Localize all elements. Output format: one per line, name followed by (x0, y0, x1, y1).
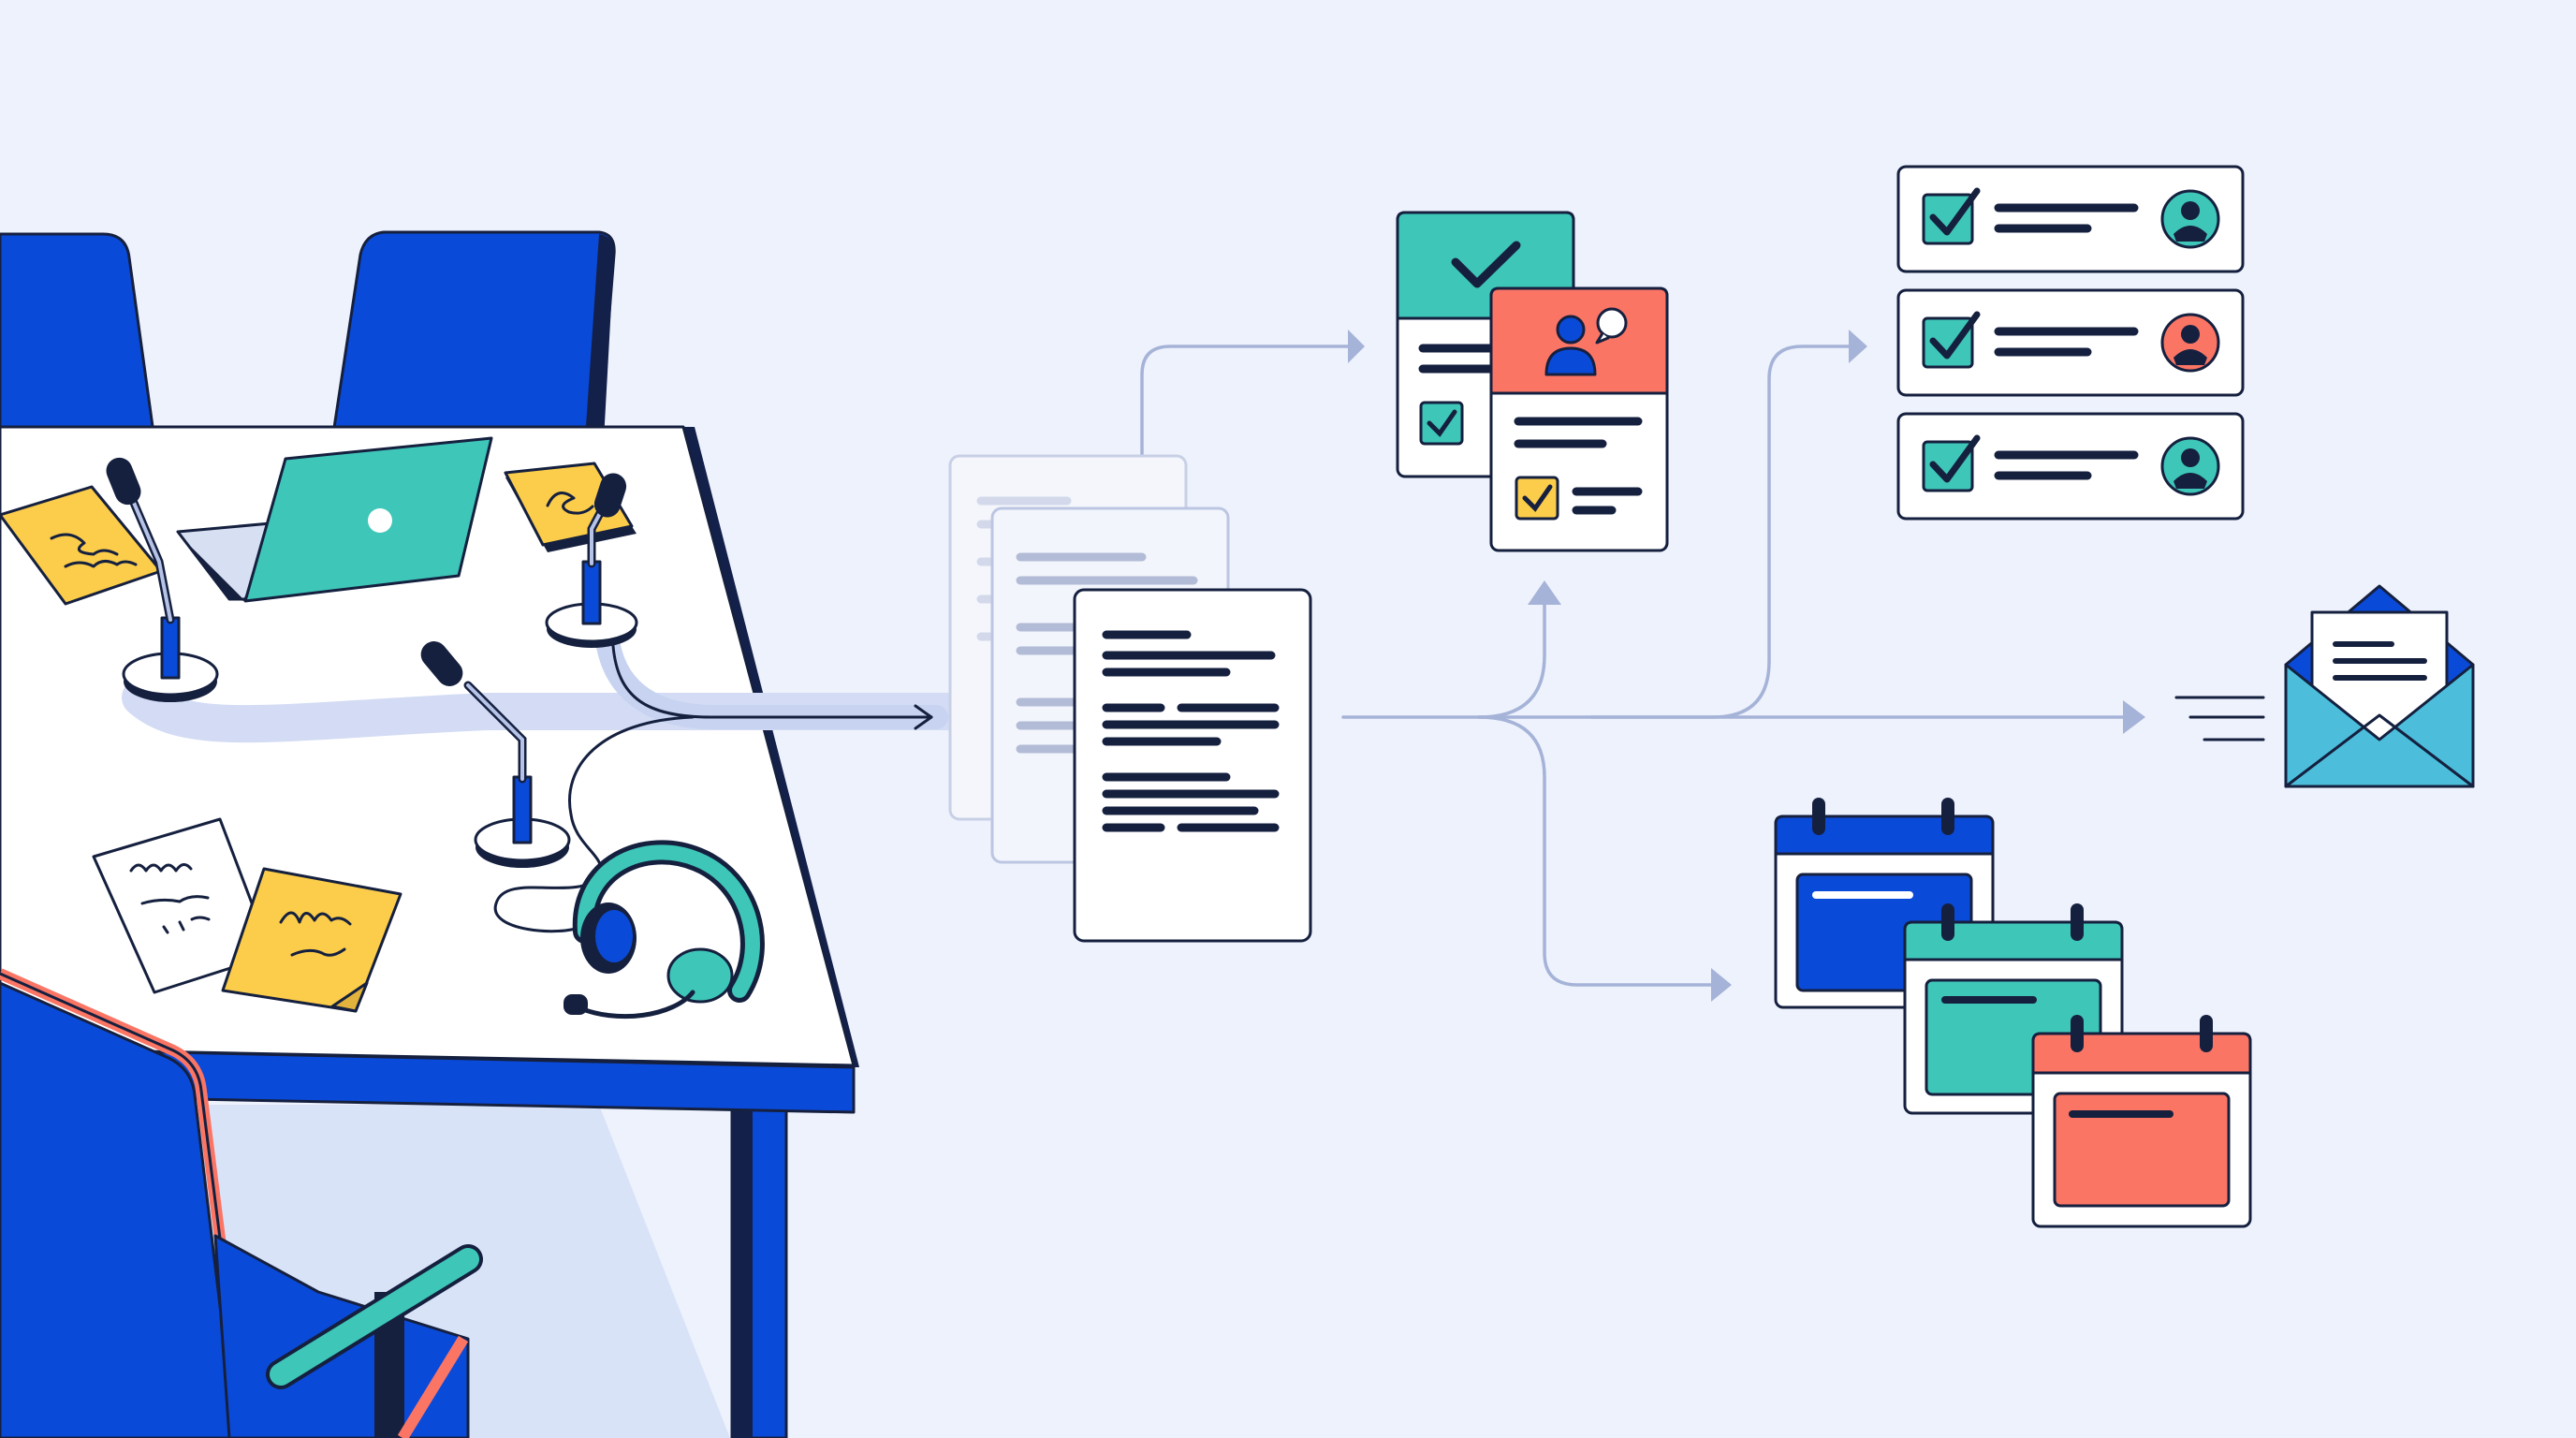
laptop-icon (176, 436, 493, 603)
flow-connectors (1140, 330, 2145, 1002)
checklist-icon (1896, 165, 2245, 273)
chair-icon (0, 968, 483, 1438)
email-icon (2174, 584, 2475, 788)
headset-icon (564, 840, 765, 1020)
checklist-icon (1896, 288, 2245, 397)
chair-icon (0, 232, 156, 442)
sticky-note-icon (221, 867, 402, 1013)
task-card-icon (1489, 286, 1669, 552)
checklist-icon (1896, 412, 2245, 521)
document-stack-icon (948, 454, 1312, 943)
microphone-icon (106, 457, 219, 702)
chair-icon (330, 230, 616, 442)
microphone-icon (420, 641, 571, 868)
microphone-icon (545, 473, 638, 648)
calendar-icon (2031, 1015, 2252, 1228)
